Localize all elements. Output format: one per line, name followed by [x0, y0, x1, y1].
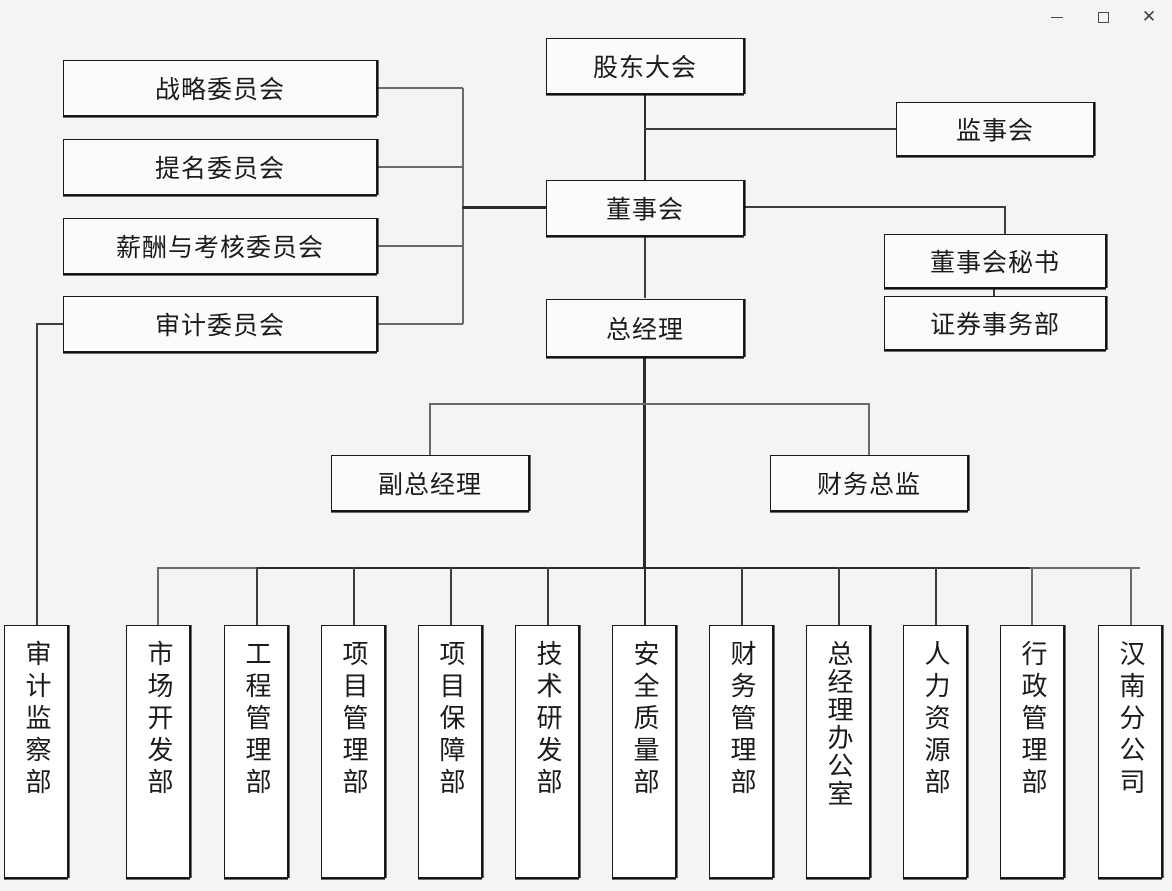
line-board-to-secretary-v — [1004, 206, 1006, 234]
node-engineering-management-department[interactable]: 工程管理部 — [224, 625, 288, 878]
node-human-resources-department[interactable]: 人力资源部 — [903, 625, 967, 878]
node-label: 审计监察部 — [22, 640, 51, 800]
node-technology-rd-department[interactable]: 技术研发部 — [515, 625, 579, 878]
node-shareholders-meeting[interactable]: 股东大会 — [546, 38, 744, 94]
node-label: 股东大会 — [592, 55, 697, 82]
line-department-bus-center — [256, 567, 1056, 569]
node-deputy-general-manager[interactable]: 副总经理 — [331, 455, 529, 511]
line-gm-trunk — [643, 357, 646, 569]
line-drop-safety-quality — [644, 567, 646, 625]
node-label: 董事会秘书 — [929, 250, 1060, 277]
line-drop-project-management — [353, 567, 355, 625]
node-hannan-branch-company[interactable]: 汉南分公司 — [1098, 625, 1162, 878]
line-drop-project-support — [450, 567, 452, 625]
node-general-manager[interactable]: 总经理 — [546, 299, 744, 357]
node-label: 人力资源部 — [921, 640, 950, 800]
node-label: 安全质量部 — [630, 640, 659, 800]
line-drop-engineering-management — [256, 567, 258, 625]
close-icon: ✕ — [1141, 6, 1157, 27]
node-project-support-department[interactable]: 项目保障部 — [418, 625, 482, 878]
node-label: 汉南分公司 — [1116, 640, 1145, 800]
node-audit-committee[interactable]: 审计委员会 — [63, 296, 377, 352]
node-label: 总经理 — [605, 317, 684, 344]
node-label: 技术研发部 — [533, 640, 562, 800]
node-project-management-department[interactable]: 项目管理部 — [321, 625, 385, 878]
node-chief-financial-officer[interactable]: 财务总监 — [770, 455, 968, 511]
maximize-icon — [1097, 11, 1109, 23]
minimize-button[interactable] — [1034, 1, 1080, 33]
node-safety-quality-department[interactable]: 安全质量部 — [612, 625, 676, 878]
node-label: 监事会 — [955, 118, 1034, 145]
line-drop-finance-management — [741, 567, 743, 625]
node-label: 审计委员会 — [154, 313, 285, 340]
node-label: 财务总监 — [816, 472, 921, 499]
maximize-button[interactable] — [1080, 1, 1126, 33]
line-committees-to-board — [462, 206, 546, 209]
line-shareholders-to-board — [644, 95, 646, 181]
node-compensation-committee[interactable]: 薪酬与考核委员会 — [63, 218, 377, 274]
node-label: 战略委员会 — [154, 77, 285, 104]
node-label: 项目保障部 — [436, 640, 465, 800]
node-nomination-committee[interactable]: 提名委员会 — [63, 139, 377, 195]
line-drop-technology-rd — [547, 567, 549, 625]
node-audit-supervision-department[interactable]: 审计监察部 — [4, 625, 68, 878]
node-board-of-directors[interactable]: 董事会 — [546, 180, 744, 236]
line-board-to-secretary-h — [744, 206, 1006, 208]
node-label: 证券事务部 — [929, 312, 1060, 339]
line-audit-stub-h — [37, 323, 65, 325]
line-drop-hannan-branch — [1130, 567, 1132, 625]
line-drop-gm-office — [838, 567, 840, 625]
node-supervisory-board[interactable]: 监事会 — [896, 102, 1094, 156]
line-nomination-stub — [377, 166, 463, 168]
node-label: 项目管理部 — [339, 640, 368, 800]
node-label: 董事会 — [605, 197, 684, 224]
line-audit-rail-v — [36, 323, 38, 625]
node-securities-department[interactable]: 证券事务部 — [884, 296, 1106, 350]
line-department-bus-left — [157, 567, 267, 569]
line-compensation-stub — [377, 245, 463, 247]
node-label: 薪酬与考核委员会 — [115, 235, 324, 262]
node-label: 市场开发部 — [144, 640, 173, 800]
node-finance-management-department[interactable]: 财务管理部 — [709, 625, 773, 878]
line-drop-human-resources — [935, 567, 937, 625]
node-board-secretary[interactable]: 董事会秘书 — [884, 234, 1106, 288]
line-drop-market-development — [157, 567, 159, 625]
node-label: 总经理办公室 — [824, 640, 853, 808]
line-department-bus-right — [1030, 567, 1140, 569]
line-cfo-drop — [868, 403, 870, 455]
node-label: 副总经理 — [377, 472, 482, 499]
line-deputy-gm-drop — [429, 403, 431, 455]
node-administration-department[interactable]: 行政管理部 — [1000, 625, 1064, 878]
close-button[interactable]: ✕ — [1126, 1, 1172, 33]
line-strategy-stub — [377, 87, 463, 89]
line-audit-committee-stub — [377, 323, 463, 325]
line-executive-bus — [430, 403, 870, 405]
window-controls: ✕ — [1034, 0, 1172, 34]
line-trunk-to-supervisory — [645, 128, 896, 130]
line-drop-administration — [1031, 567, 1033, 625]
node-label: 财务管理部 — [727, 640, 756, 800]
line-board-to-gm — [644, 236, 646, 298]
node-strategy-committee[interactable]: 战略委员会 — [63, 60, 377, 116]
node-label: 工程管理部 — [242, 640, 271, 800]
minimize-icon — [1051, 16, 1063, 18]
node-general-manager-office[interactable]: 总经理办公室 — [806, 625, 870, 878]
node-market-development-department[interactable]: 市场开发部 — [126, 625, 190, 878]
node-label: 行政管理部 — [1018, 640, 1047, 800]
node-label: 提名委员会 — [154, 156, 285, 183]
